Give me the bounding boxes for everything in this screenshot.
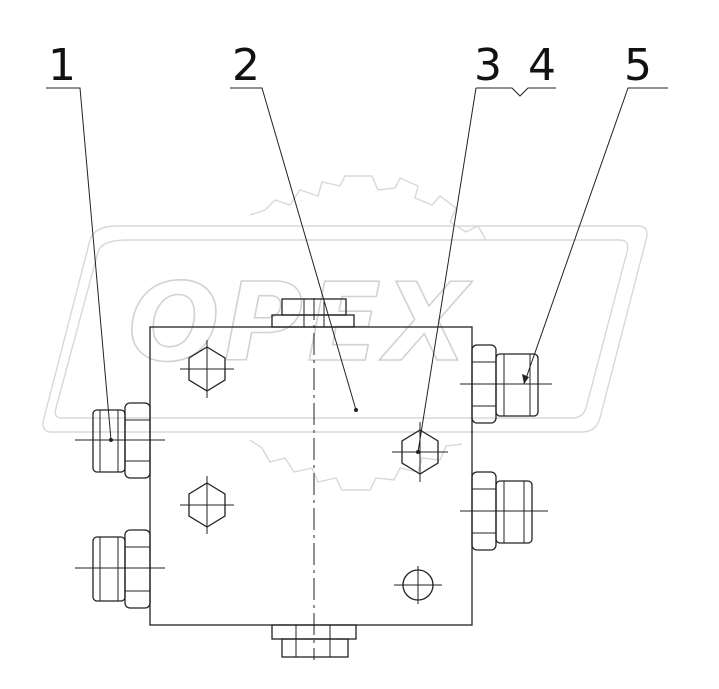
leader-5	[523, 87, 668, 385]
left-port-fitting-lower	[75, 529, 165, 609]
watermark-gear	[249, 175, 487, 491]
bottom-port-fitting	[271, 624, 357, 658]
bracket-3-4	[476, 87, 556, 97]
leader-2	[230, 87, 357, 411]
top-port-fitting	[271, 298, 355, 328]
right-port-fitting-upper	[460, 344, 552, 424]
watermark-logo: OPEX	[42, 175, 648, 491]
callout-numbers: 1 2 3 4 5	[48, 40, 652, 91]
callout-2: 2	[232, 40, 260, 91]
left-port-fitting-upper	[75, 402, 165, 479]
leader-3	[417, 87, 477, 453]
hex-bolt-top-left	[180, 340, 234, 398]
callout-3: 3	[474, 40, 502, 91]
valve-block	[75, 298, 552, 660]
watermark-text: OPEX	[128, 261, 473, 386]
right-port-fitting-lower	[460, 471, 548, 551]
callout-5: 5	[624, 40, 652, 91]
leader-lines	[46, 87, 668, 454]
callout-1: 1	[48, 40, 76, 91]
hex-bolt-mid-left	[180, 476, 234, 534]
round-plug-bottom-right	[394, 566, 442, 604]
callout-4: 4	[528, 40, 556, 91]
leader-1	[46, 87, 112, 441]
